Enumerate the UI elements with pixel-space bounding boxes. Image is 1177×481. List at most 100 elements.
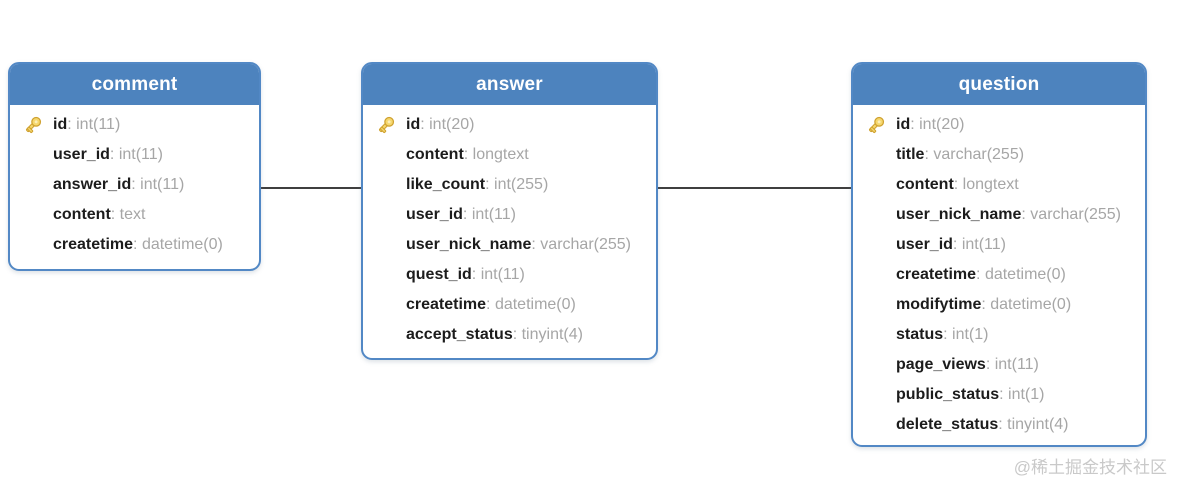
- field-name: page_views: [896, 356, 986, 373]
- field-type: : int(1): [999, 386, 1045, 403]
- field-name: content: [53, 206, 111, 223]
- table-question[interactable]: question id: int(20): [851, 62, 1147, 447]
- table-field-row[interactable]: id: int(11): [20, 110, 253, 140]
- table-answer-title: answer: [476, 73, 543, 95]
- table-comment[interactable]: comment id: int(11): [8, 62, 261, 271]
- key-slot: [20, 235, 44, 256]
- field-name: id: [896, 116, 911, 133]
- primary-key-icon: [378, 116, 394, 133]
- field-type: : int(20): [420, 116, 475, 133]
- table-answer[interactable]: answer id: int(20): [361, 62, 658, 360]
- table-comment-fields: id: int(11) user_id: int(11): [10, 105, 259, 269]
- field-name: content: [896, 176, 954, 193]
- table-field-row[interactable]: user_nick_name: varchar(255): [863, 200, 1139, 230]
- key-slot: [373, 115, 397, 136]
- key-slot: [863, 205, 887, 226]
- table-field-row[interactable]: page_views: int(11): [863, 350, 1139, 380]
- field-name: createtime: [896, 266, 977, 283]
- key-slot: [863, 265, 887, 286]
- key-slot: [863, 235, 887, 256]
- key-slot: [373, 205, 397, 226]
- field-name: id: [406, 116, 421, 133]
- field-name: createtime: [53, 236, 134, 253]
- field-name: status: [896, 326, 944, 343]
- table-field-row[interactable]: user_id: int(11): [373, 200, 650, 230]
- table-field-row[interactable]: quest_id: int(11): [373, 260, 650, 290]
- field-name: modifytime: [896, 296, 982, 313]
- field-type: : longtext: [463, 146, 529, 163]
- table-field-row[interactable]: createtime: datetime(0): [20, 230, 253, 260]
- table-comment-title: comment: [91, 73, 178, 95]
- field-type: : int(11): [131, 176, 185, 193]
- key-slot: [863, 415, 887, 436]
- field-type: : int(11): [67, 116, 121, 133]
- table-field-row[interactable]: content: longtext: [863, 170, 1139, 200]
- key-slot: [863, 145, 887, 166]
- table-field-row[interactable]: user_id: int(11): [863, 230, 1139, 260]
- table-field-row[interactable]: modifytime: datetime(0): [863, 290, 1139, 320]
- table-field-row[interactable]: user_nick_name: varchar(255): [373, 230, 650, 260]
- key-slot: [863, 385, 887, 406]
- table-field-row[interactable]: id: int(20): [863, 110, 1139, 140]
- field-type: : longtext: [953, 176, 1019, 193]
- field-type: : int(11): [462, 206, 516, 223]
- field-type: : int(11): [471, 266, 525, 283]
- table-field-row[interactable]: createtime: datetime(0): [373, 290, 650, 320]
- key-slot: [373, 325, 397, 346]
- field-type: : tinyint(4): [512, 326, 583, 343]
- field-type: : datetime(0): [976, 266, 1066, 283]
- table-field-row[interactable]: createtime: datetime(0): [863, 260, 1139, 290]
- key-slot: [20, 145, 44, 166]
- field-name: delete_status: [896, 416, 999, 433]
- key-slot: [863, 325, 887, 346]
- field-name: createtime: [406, 296, 487, 313]
- field-type: : text: [110, 206, 146, 223]
- table-comment-header[interactable]: comment: [10, 64, 259, 105]
- watermark-text: @稀土掘金技术社区: [1013, 458, 1167, 477]
- field-name: user_nick_name: [406, 236, 532, 253]
- field-name: like_count: [406, 176, 486, 193]
- table-question-header[interactable]: question: [853, 64, 1145, 105]
- field-name: public_status: [896, 386, 1000, 403]
- key-slot: [863, 355, 887, 376]
- table-field-row[interactable]: public_status: int(1): [863, 380, 1139, 410]
- table-field-row[interactable]: accept_status: tinyint(4): [373, 320, 650, 350]
- key-slot: [373, 235, 397, 256]
- table-field-row[interactable]: content: longtext: [373, 140, 650, 170]
- field-name: accept_status: [406, 326, 513, 343]
- key-slot: [20, 175, 44, 196]
- key-slot: [20, 205, 44, 226]
- table-field-row[interactable]: status: int(1): [863, 320, 1139, 350]
- table-field-row[interactable]: title: varchar(255): [863, 140, 1139, 170]
- field-type: : datetime(0): [981, 296, 1072, 313]
- field-type: : varchar(255): [924, 146, 1025, 163]
- table-field-row[interactable]: id: int(20): [373, 110, 650, 140]
- table-field-row[interactable]: content: text: [20, 200, 253, 230]
- primary-key-icon: [868, 116, 884, 133]
- field-type: : int(255): [485, 176, 549, 193]
- primary-key-icon: [25, 116, 41, 133]
- table-field-row[interactable]: user_id: int(11): [20, 140, 253, 170]
- key-slot: [863, 115, 887, 136]
- field-type: : varchar(255): [531, 236, 631, 253]
- field-name: id: [53, 116, 68, 133]
- field-type: : int(11): [952, 236, 1006, 253]
- table-answer-header[interactable]: answer: [363, 64, 656, 105]
- field-type: : datetime(0): [486, 296, 576, 313]
- field-name: quest_id: [406, 266, 472, 283]
- table-field-row[interactable]: answer_id: int(11): [20, 170, 253, 200]
- key-slot: [373, 175, 397, 196]
- key-slot: [20, 115, 44, 136]
- field-name: user_id: [896, 236, 953, 253]
- table-question-fields: id: int(20) title: varchar(255): [853, 105, 1145, 445]
- table-field-row[interactable]: like_count: int(255): [373, 170, 650, 200]
- field-name: user_id: [406, 206, 463, 223]
- field-name: user_nick_name: [896, 206, 1022, 223]
- key-slot: [373, 295, 397, 316]
- table-field-row[interactable]: delete_status: tinyint(4): [863, 410, 1139, 440]
- key-slot: [863, 175, 887, 196]
- field-type: : int(11): [985, 356, 1039, 373]
- field-type: : int(20): [910, 116, 965, 133]
- key-slot: [863, 295, 887, 316]
